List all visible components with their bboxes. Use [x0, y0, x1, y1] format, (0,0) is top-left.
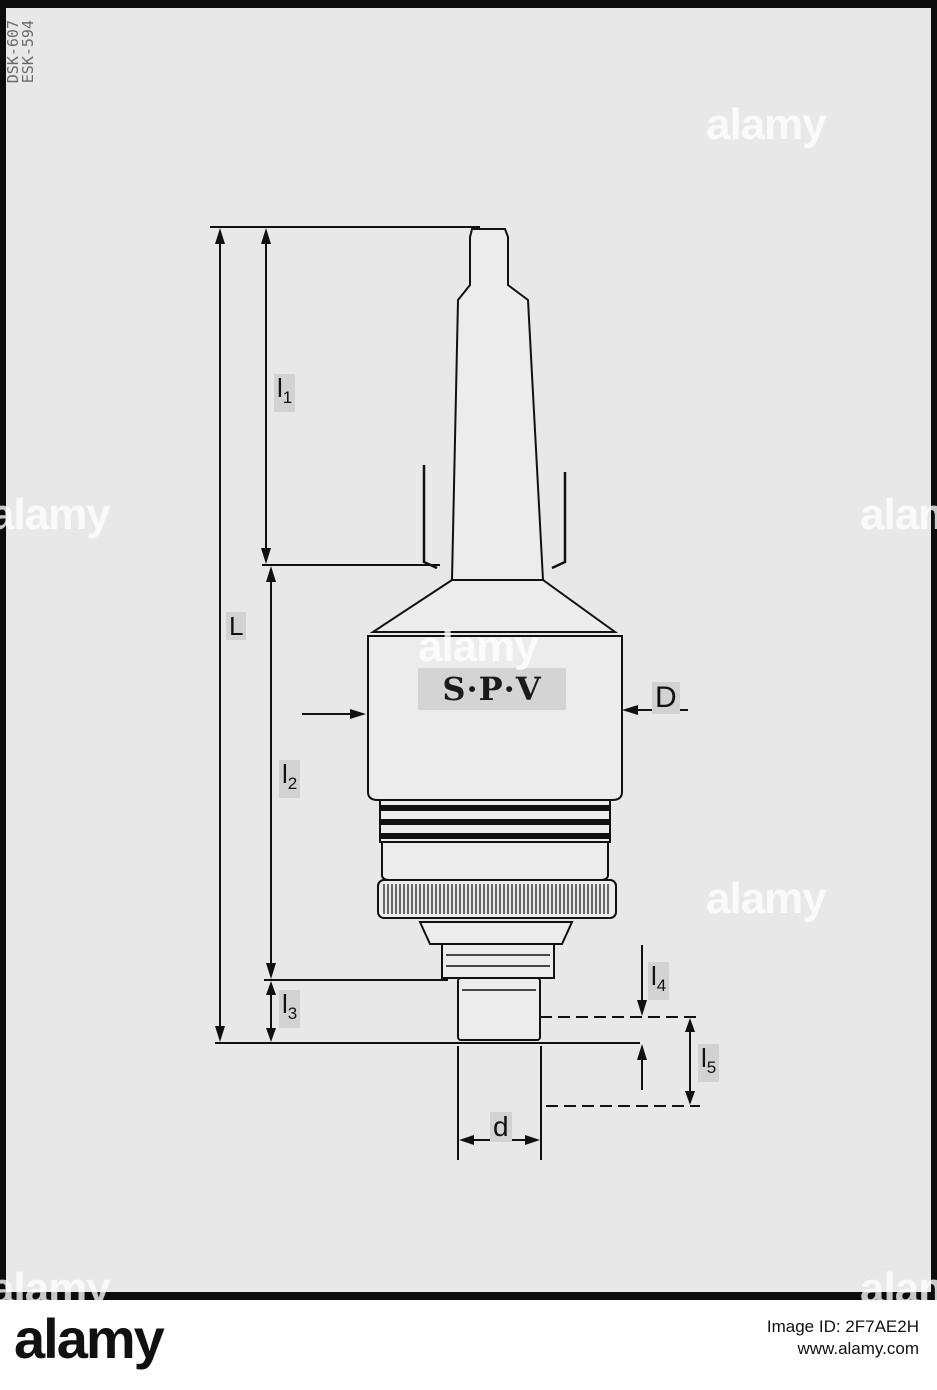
label-l5-index: 5: [706, 1058, 717, 1077]
label-l2: l2: [279, 759, 301, 798]
label-l1-index: 1: [282, 388, 293, 407]
brand-plate: [418, 668, 566, 710]
label-l4-base: l: [651, 961, 657, 991]
label-l3-base: l: [282, 989, 288, 1019]
label-L: L: [226, 612, 247, 640]
label-l4-index: 4: [656, 976, 667, 995]
watermark: alamy: [418, 622, 539, 671]
label-l4: l4: [648, 961, 670, 1000]
watermark: alamy: [706, 100, 827, 149]
label-l1-base: l: [277, 373, 283, 403]
watermark: alamy: [860, 490, 937, 539]
image-id: Image ID: 2F7AE2H: [766, 1317, 919, 1336]
label-l2-base: l: [282, 759, 288, 789]
label-l5: l5: [698, 1043, 720, 1082]
footer-logo: alamy: [14, 1307, 165, 1370]
site-url: www.alamy.com: [797, 1339, 919, 1358]
label-l3: l3: [279, 989, 301, 1028]
brand-logo: S·P·V: [442, 670, 542, 708]
label-d: d: [490, 1112, 512, 1142]
watermark: alamy: [0, 490, 111, 539]
label-l1: l1: [274, 373, 296, 412]
label-D: D: [652, 682, 680, 714]
footer-image-info: Image ID: 2F7AE2H www.alamy.com: [767, 1316, 919, 1360]
label-l2-index: 2: [287, 774, 298, 793]
label-l5-base: l: [701, 1043, 707, 1073]
footer-bar: [0, 1300, 937, 1390]
watermark: alamy: [706, 874, 827, 923]
label-l3-index: 3: [287, 1004, 298, 1023]
